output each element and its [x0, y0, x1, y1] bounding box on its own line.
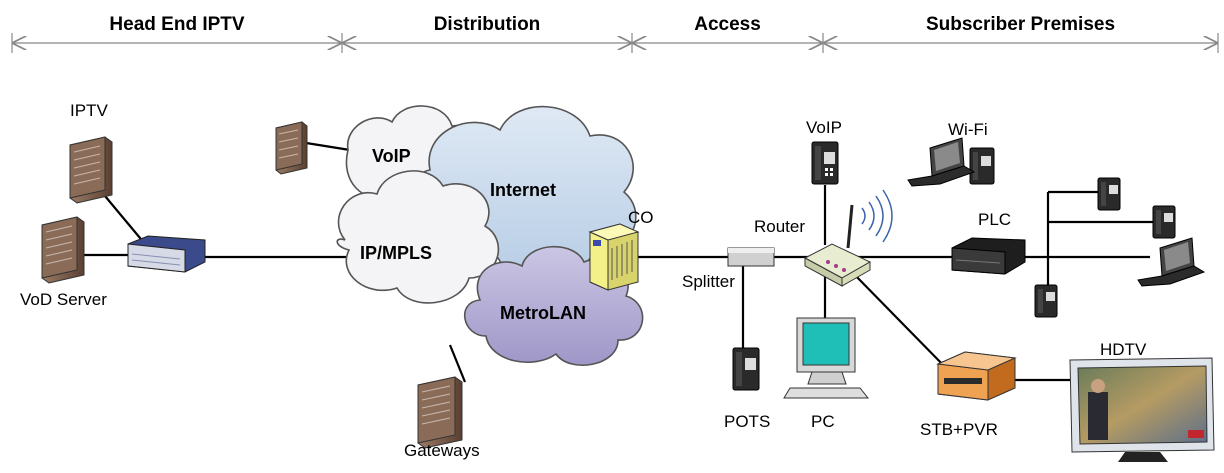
laptop-plc-icon	[1137, 237, 1206, 287]
server-iptv-icon	[69, 136, 113, 204]
label-plc: PLC	[978, 210, 1012, 229]
segment-distribution: Distribution	[433, 14, 541, 35]
label-co: CO	[628, 208, 654, 227]
plc-adapter-icon	[951, 237, 1026, 275]
laptop-wifi-icon	[907, 137, 976, 187]
router-icon	[803, 204, 872, 287]
phone-plc-2-icon	[1152, 205, 1176, 239]
cloud-ipmpls	[336, 170, 500, 304]
label-voip: VoIP	[806, 118, 842, 137]
hdtv-icon	[1069, 357, 1215, 462]
phone-voip-icon	[811, 141, 839, 185]
co-equipment-icon	[588, 223, 640, 291]
segment-ruler	[11, 33, 1219, 53]
cloud-internet-label: Internet	[490, 180, 557, 200]
server-voip-icon	[275, 121, 308, 175]
label-gateways: Gateways	[404, 441, 480, 460]
label-wifi: Wi-Fi	[948, 120, 988, 139]
segment-subscriber: Subscriber Premises	[925, 14, 1116, 35]
phone-wifi-icon	[969, 147, 995, 185]
phone-pots-icon	[732, 347, 760, 391]
phone-plc-1-icon	[1097, 177, 1121, 211]
cloud-ipmpls-label: IP/MPLS	[360, 243, 433, 263]
server-vod-icon	[41, 216, 85, 284]
segment-head-end: Head End IPTV	[109, 14, 245, 35]
segment-access: Access	[694, 14, 761, 35]
label-router: Router	[754, 217, 806, 236]
splitter-icon	[727, 247, 775, 267]
wireless-waves-icon	[861, 189, 893, 243]
label-hdtv: HDTV	[1100, 340, 1147, 359]
label-iptv: IPTV	[70, 101, 108, 120]
stb-pvr-icon	[936, 351, 1017, 401]
label-stb-pvr: STB+PVR	[920, 420, 998, 439]
phone-plc-3-icon	[1034, 284, 1058, 318]
server-gateways-icon	[417, 376, 463, 449]
label-vod-server: VoD Server	[20, 290, 107, 309]
label-pots: POTS	[724, 412, 771, 431]
headend-switch-icon	[127, 235, 206, 273]
pc-monitor-icon	[783, 317, 870, 399]
cloud-voip-label: VoIP	[372, 146, 411, 166]
label-pc: PC	[811, 412, 835, 431]
label-splitter: Splitter	[682, 272, 735, 291]
cloud-metrolan-label: MetroLAN	[500, 303, 586, 323]
